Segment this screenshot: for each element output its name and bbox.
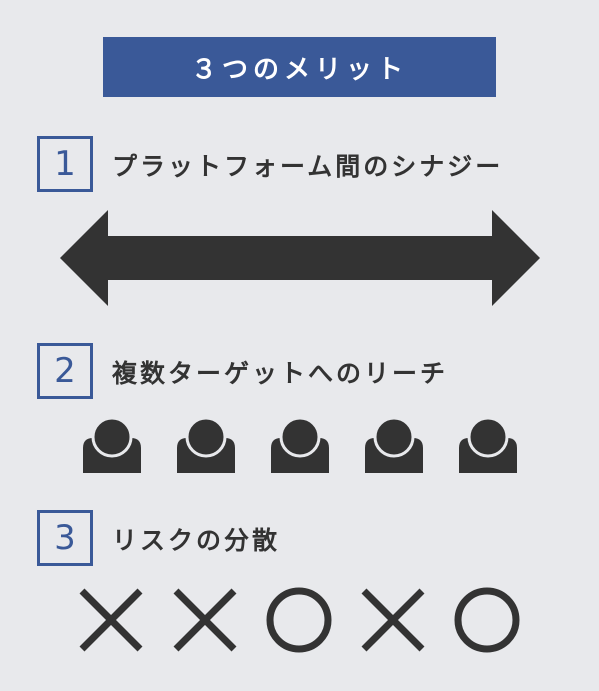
circle-mark-icon [266,587,332,653]
section-number-label: 3 [54,518,76,558]
section-heading-3: リスクの分散 [112,526,281,555]
person-icon [83,418,141,473]
risk-marks [0,587,599,653]
person-icon [459,418,517,473]
circle-mark-icon [454,587,520,653]
section-number-label: 1 [54,144,76,184]
cross-mark-icon [79,588,143,652]
section-number-2: 2 [37,343,93,399]
audience-icons [0,418,599,473]
section-number-1: 1 [37,136,93,192]
cross-mark-icon [173,588,237,652]
cross-mark-icon [361,588,425,652]
section-number-3: 3 [37,510,93,566]
person-icon [365,418,423,473]
double-arrow-shape [60,210,540,306]
section-heading-1: プラットフォーム間のシナジー [112,152,504,181]
section-heading-2: 複数ターゲットへのリーチ [112,359,449,388]
title-banner: ３つのメリット [103,37,496,97]
double-arrow-icon [60,210,540,306]
person-icon [177,418,235,473]
person-icon [271,418,329,473]
page-title: ３つのメリット [190,54,408,85]
section-number-label: 2 [54,351,76,391]
